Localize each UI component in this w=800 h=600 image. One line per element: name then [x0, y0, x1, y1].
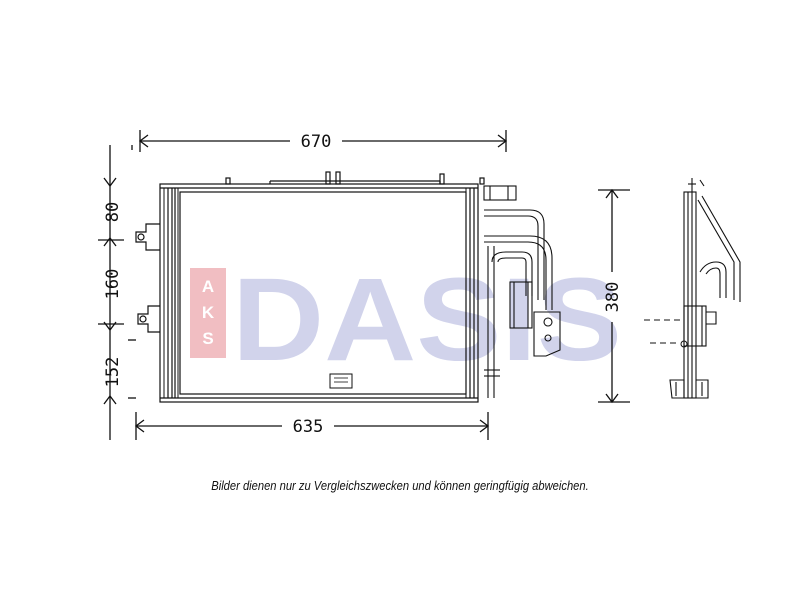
condenser-front-view [135, 171, 485, 403]
condenser-side-view [669, 178, 741, 399]
side-view-centerlines [644, 319, 680, 344]
bottom-dimension-line [134, 412, 490, 440]
dim-width-bottom: 635 [293, 417, 324, 437]
side-view-port [680, 340, 688, 348]
watermark-aks-k: K [202, 303, 215, 322]
watermark-aks-a: A [202, 277, 214, 296]
dim-width-top: 670 [301, 132, 332, 152]
dim-left-upper: 80 [103, 202, 123, 222]
receiver-drier-body [509, 281, 533, 329]
disclaimer-caption: Bilder dienen nur zu Vergleichszwecken u… [211, 478, 589, 493]
top-dimension-line [138, 130, 508, 152]
right-dimension-line [598, 188, 630, 404]
side-view-drier [683, 305, 707, 347]
watermark-aks-block [190, 268, 226, 358]
pressure-switch-block [533, 311, 561, 357]
dim-left-lower: 152 [103, 357, 123, 388]
watermark-aks-s: S [202, 329, 213, 348]
watermark: A K S DASIS [190, 254, 622, 386]
dim-height-right: 380 [603, 282, 623, 313]
watermark-brand-large: DASIS [232, 254, 622, 386]
condenser-label-plate [329, 373, 353, 389]
receiver-drier-assembly [483, 185, 561, 398]
left-dimension-chain [98, 145, 136, 440]
dim-left-middle: 160 [103, 269, 123, 300]
